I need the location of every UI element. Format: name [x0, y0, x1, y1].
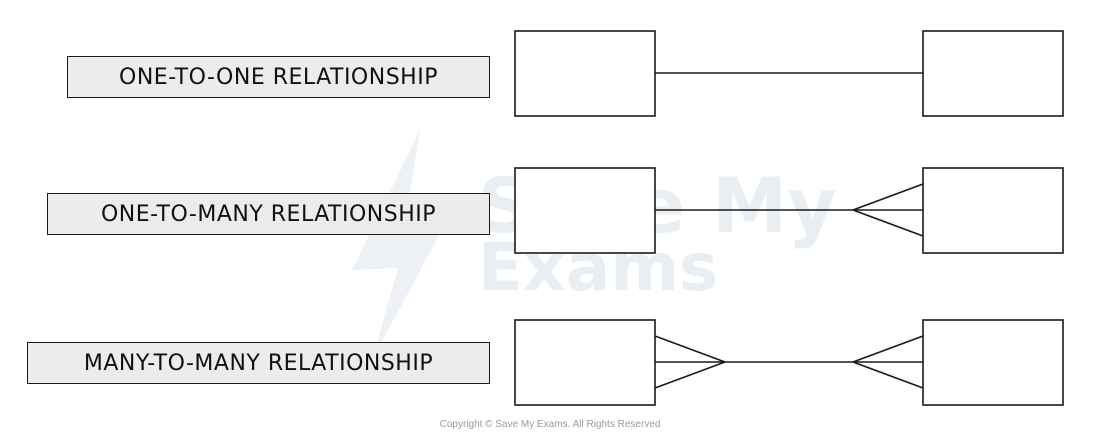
many-to-many-label: MANY-TO-MANY RELATIONSHIP [27, 342, 490, 384]
entity-box-left [514, 30, 656, 117]
copyright-notice: Copyright © Save My Exams. All Rights Re… [439, 419, 661, 430]
one-to-one-row [514, 30, 1064, 117]
entity-box-left [514, 319, 656, 406]
one-to-one-label: ONE-TO-ONE RELATIONSHIP [67, 56, 490, 98]
one-to-many-label: ONE-TO-MANY RELATIONSHIP [47, 193, 490, 235]
entity-box-right [922, 30, 1064, 117]
watermark-bolt-icon [352, 130, 450, 360]
crows-foot-right-icon [852, 335, 924, 389]
crows-foot-right-icon [852, 183, 924, 237]
entity-box-right [922, 167, 1064, 254]
crows-foot-left-icon [654, 335, 726, 389]
many-to-many-row [514, 319, 1064, 406]
one-to-many-row [514, 167, 1064, 254]
entity-box-left [514, 167, 656, 254]
entity-box-right [922, 319, 1064, 406]
